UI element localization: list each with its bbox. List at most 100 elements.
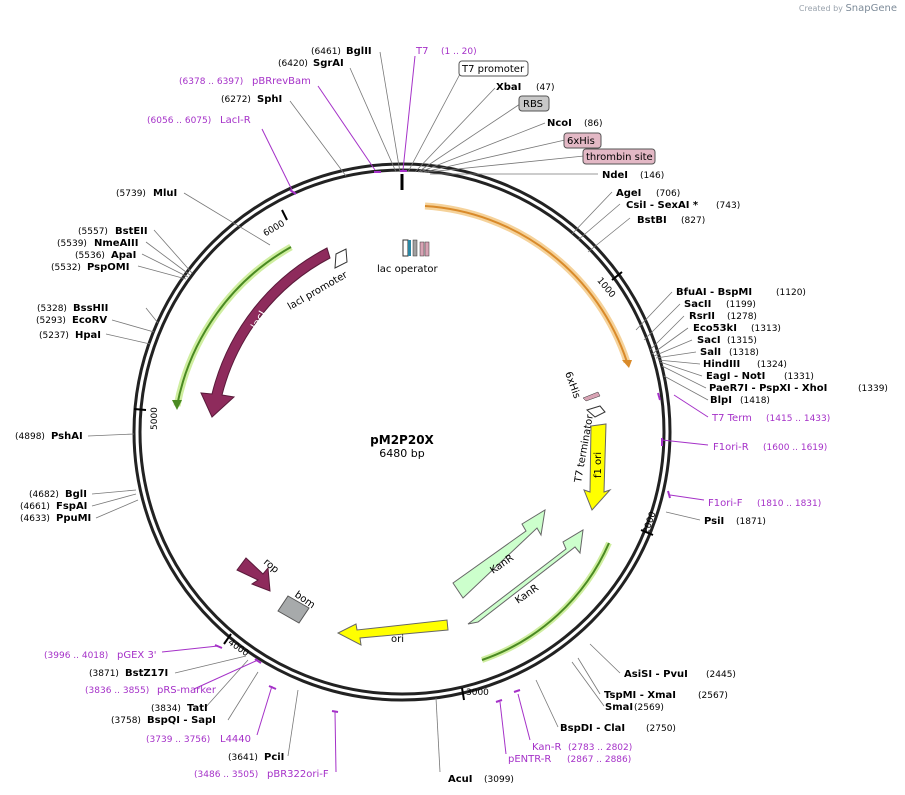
tick-4000 xyxy=(223,633,232,645)
primer-name: L4440 xyxy=(220,734,251,745)
enzyme-name: PaeR7I - PspXI - XhoI xyxy=(709,383,827,394)
primer-range: (1810 .. 1831) xyxy=(757,499,821,509)
enzyme-name: BspDI - ClaI xyxy=(560,723,625,734)
bom-feature xyxy=(277,595,310,624)
primer-range: (3996 .. 4018) xyxy=(44,651,108,661)
t7-promoter-box-label: T7 promoter xyxy=(461,64,525,75)
primer-name: F1ori-R xyxy=(713,442,749,453)
enzyme-leader-lines xyxy=(87,51,709,773)
enzyme-pos: (5739) xyxy=(116,189,146,199)
enzyme-pos: (1199) xyxy=(726,300,756,310)
enzyme-pos: (3099) xyxy=(484,775,514,785)
enzyme-name: SalI xyxy=(700,347,721,358)
rop-feature xyxy=(236,557,271,592)
t7-promoter-box xyxy=(458,60,529,77)
enzyme-name: SgrAI xyxy=(313,58,344,69)
enzyme-pos: (706) xyxy=(656,189,680,199)
sixhis-box-label: 6xHis xyxy=(567,136,595,147)
boxed-feature-leaders xyxy=(407,73,585,173)
enzyme-name: BstZ17I xyxy=(125,668,168,679)
primer-range: (6056 .. 6075) xyxy=(147,116,211,126)
primer-range: (6378 .. 6397) xyxy=(179,77,243,87)
primer-range: (3836 .. 3855) xyxy=(85,686,149,696)
enzyme-name: HindIII xyxy=(703,359,740,370)
enzyme-pos: (2750) xyxy=(646,724,676,734)
enzyme-pos: (3758) xyxy=(111,716,141,726)
tick-3000 xyxy=(461,687,465,701)
enzyme-pos: (3641) xyxy=(228,753,258,763)
enzyme-pos: (5328) xyxy=(37,304,67,314)
enzyme-name: NcoI xyxy=(547,118,572,129)
tick-label-6000: 6000 xyxy=(262,219,287,239)
f1-ori-label: f1 ori xyxy=(593,452,604,478)
enzyme-name: NdeI xyxy=(602,170,628,181)
enzyme-name: SacII xyxy=(684,299,711,310)
brand-logo-text: SnapGene xyxy=(845,3,897,14)
enzyme-name: BstBI xyxy=(637,215,667,226)
primer-range: (3486 .. 3505) xyxy=(194,770,258,780)
primer-range: (1600 .. 1619) xyxy=(763,443,827,453)
enzyme-pos: (6420) xyxy=(278,59,308,69)
enzyme-name: FspAI xyxy=(56,501,87,512)
enzyme-pos: (2567) xyxy=(698,691,728,701)
enzyme-pos: (1318) xyxy=(729,348,759,358)
kanr-orf-arc xyxy=(481,542,610,661)
enzyme-name: EagI - NotI xyxy=(706,371,765,382)
enzyme-pos: (6461) xyxy=(311,47,341,57)
enzyme-pos: (1331) xyxy=(784,372,814,382)
enzyme-pos: (1871) xyxy=(736,517,766,527)
enzyme-pos: (5557) xyxy=(78,227,108,237)
enzyme-pos: (1278) xyxy=(727,312,757,322)
enzyme-pos: (2569) xyxy=(634,703,664,713)
laci-orf-arc xyxy=(176,246,292,407)
primer-marks xyxy=(214,170,671,713)
enzyme-pos: (1418) xyxy=(740,396,770,406)
enzyme-name: PshAI xyxy=(51,431,83,442)
primer-name: LacI-R xyxy=(220,115,251,126)
enzyme-name: TatI xyxy=(187,703,208,714)
primer-name: pBRrevBam xyxy=(252,76,311,87)
enzyme-pos: (5539) xyxy=(57,239,87,249)
enzyme-name: BlpI xyxy=(710,395,732,406)
tick-5000 xyxy=(133,408,147,411)
ori-label: ori xyxy=(391,634,404,645)
enzyme-name: Eco53kI xyxy=(693,323,737,334)
lac-operator-block xyxy=(402,239,409,257)
snapgene-brand: Created by SnapGene xyxy=(799,3,897,14)
enzyme-name: BstEII xyxy=(115,226,148,237)
enzyme-pos: (5536) xyxy=(75,251,105,261)
enzyme-name: MluI xyxy=(153,188,177,199)
orf-arrowhead xyxy=(622,360,632,368)
thrombin-site-box xyxy=(582,148,656,165)
enzyme-name: PpuMI xyxy=(56,513,91,524)
enzyme-name: BglII xyxy=(346,46,372,57)
sixhis-right-feature xyxy=(582,391,601,402)
sixhis-block xyxy=(419,241,425,257)
enzyme-name: CsiI - SexAI * xyxy=(626,200,699,211)
enzyme-name: NmeAIII xyxy=(94,238,138,249)
primer-name: pENTR-R xyxy=(508,754,551,765)
enzyme-name: SphI xyxy=(257,94,282,105)
thrombin-site-box-label: thrombin site xyxy=(586,152,653,163)
enzyme-name: EcoRV xyxy=(72,315,107,326)
enzyme-pos: (86) xyxy=(584,119,602,129)
enzyme-pos: (4661) xyxy=(20,502,50,512)
enzyme-pos: (5237) xyxy=(39,331,69,341)
primer-name: pRS-marker xyxy=(157,685,217,696)
kanr-feature-2 xyxy=(467,529,584,625)
laci-promoter-arrow xyxy=(334,248,348,269)
enzyme-pos: (1120) xyxy=(776,288,806,298)
tick-label-4000: 4000 xyxy=(226,638,251,659)
primer-lines xyxy=(161,55,709,773)
lac-operator-label: lac operator xyxy=(377,264,438,275)
laci-feature xyxy=(200,247,331,418)
enzyme-name: BfuAI - BspMI xyxy=(676,287,752,298)
enzyme-pos: (1339) xyxy=(858,384,888,394)
tick-marks xyxy=(133,209,654,701)
enzyme-name: PsiI xyxy=(704,516,724,527)
enzyme-pos: (1313) xyxy=(751,324,781,334)
enzyme-name: AcuI xyxy=(448,774,473,785)
enzyme-name: BspQI - SapI xyxy=(147,715,216,726)
tick-1000 xyxy=(611,271,623,281)
